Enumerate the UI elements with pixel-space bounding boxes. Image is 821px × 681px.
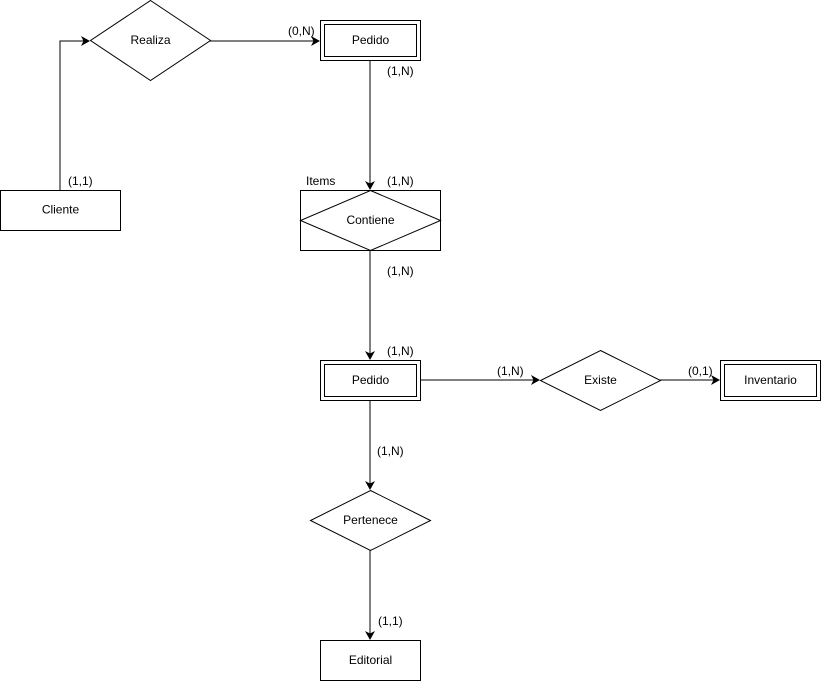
weak-entity-pedido-mid[interactable]: Pedido: [320, 360, 421, 401]
cardinality-existe-inventario: (0,1): [688, 364, 713, 378]
relationship-pertenece[interactable]: Pertenece: [309, 489, 432, 552]
cardinality-cliente-realiza: (1,1): [68, 174, 93, 188]
cardinality-pedido-top-out: (1,N): [387, 64, 414, 78]
entity-cliente-label: Cliente: [42, 203, 80, 217]
weak-entity-inventario[interactable]: Inventario: [720, 360, 821, 401]
associative-entity-items[interactable]: Contiene: [299, 189, 442, 252]
relationship-contiene-label: Contiene: [346, 213, 394, 227]
entity-pedido-top-label: Pedido: [352, 33, 390, 47]
associative-items-label: Items: [306, 174, 335, 188]
weak-entity-pedido-top[interactable]: Pedido: [320, 20, 421, 61]
cardinality-contiene-in: (1,N): [387, 174, 414, 188]
cardinality-contiene-out: (1,N): [387, 264, 414, 278]
entity-cliente[interactable]: Cliente: [0, 190, 121, 231]
relationship-existe-label: Existe: [584, 373, 617, 387]
entity-editorial-label: Editorial: [349, 653, 392, 667]
entity-pedido-mid-label: Pedido: [352, 373, 390, 387]
entity-editorial[interactable]: Editorial: [320, 640, 421, 681]
relationship-realiza[interactable]: Realiza: [89, 0, 212, 82]
relationship-pertenece-label: Pertenece: [343, 513, 398, 527]
relationship-existe[interactable]: Existe: [539, 349, 662, 412]
cardinalities: (1,1) (0,N) (1,N) (1,N) (1,N) (1,N) (1,N…: [68, 24, 713, 628]
entity-inventario-label: Inventario: [744, 373, 797, 387]
relationship-realiza-label: Realiza: [130, 33, 170, 47]
connectors: [59, 36, 720, 640]
cardinality-pedido-mid-in: (1,N): [387, 344, 414, 358]
cardinality-pedido-existe: (1,N): [497, 364, 524, 378]
cardinality-realiza-pedido: (0,N): [288, 24, 315, 38]
cardinality-pedido-pertenece: (1,N): [377, 444, 404, 458]
cardinality-pertenece-editorial: (1,1): [378, 614, 403, 628]
connector-cliente-realiza: [59, 36, 90, 190]
